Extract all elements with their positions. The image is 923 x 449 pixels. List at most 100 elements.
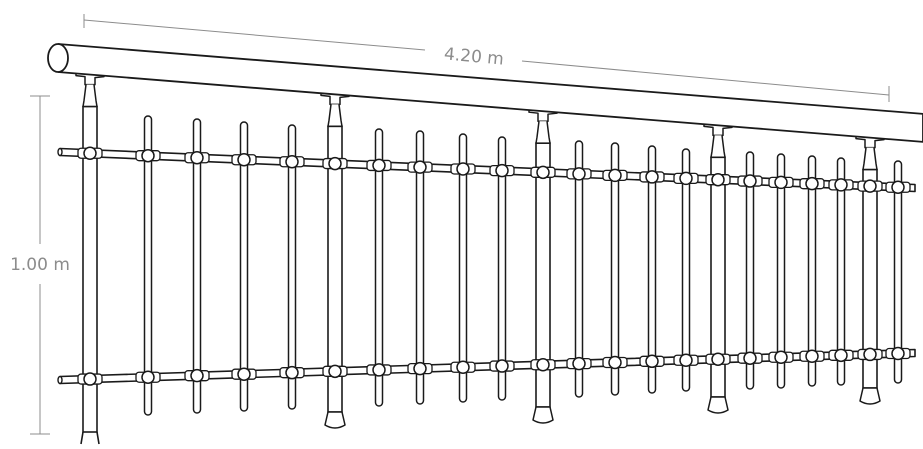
clamp-upper-5 <box>279 155 305 169</box>
rail-clamps <box>77 146 911 386</box>
handrail-tube <box>57 43 923 143</box>
clamp-upper-9 <box>450 162 476 176</box>
clamp-bolt <box>237 152 251 167</box>
post-5-foot <box>859 387 881 405</box>
top-handrail <box>47 43 923 143</box>
clamp-bolt <box>679 353 693 367</box>
clamp-bolt <box>645 170 659 184</box>
clamp-bolt <box>495 359 509 373</box>
post-1-shaft <box>82 105 98 433</box>
clamp-lower-15 <box>673 353 699 367</box>
baluster-12 <box>681 148 691 392</box>
post-2-neck <box>327 104 343 128</box>
baluster-9 <box>574 140 584 398</box>
clamp-bolt <box>711 352 725 366</box>
clamp-upper-8 <box>407 160 433 174</box>
baluster-16 <box>836 157 846 386</box>
clamp-lower-13 <box>602 355 628 370</box>
clamp-lower-12 <box>566 356 592 371</box>
clamp-bolt <box>572 356 586 371</box>
post-1-neck <box>82 84 98 108</box>
clamp-upper-12 <box>566 167 592 181</box>
clamp-upper-6 <box>322 156 348 171</box>
clamp-bolt <box>536 357 550 372</box>
clamp-bolt <box>774 350 788 364</box>
clamp-lower-1 <box>77 372 103 386</box>
clamp-bolt <box>495 163 509 178</box>
post-1-foot <box>80 431 100 445</box>
clamp-lower-6 <box>322 364 348 379</box>
clamp-upper-16 <box>705 172 731 187</box>
clamp-upper-20 <box>828 178 854 192</box>
post-5-neck <box>862 147 878 171</box>
clamp-bolt <box>328 364 342 379</box>
baluster-17 <box>893 160 903 384</box>
clamp-lower-8 <box>407 361 433 376</box>
clamp-bolt <box>572 167 586 181</box>
clamp-bolt <box>328 156 342 171</box>
clamp-bolt <box>608 355 622 370</box>
baluster-15 <box>807 155 817 387</box>
clamp-bolt <box>141 148 155 163</box>
clamp-lower-20 <box>828 348 854 363</box>
baluster-5 <box>374 128 384 407</box>
clamp-upper-1 <box>77 146 103 161</box>
clamp-bolt <box>711 172 725 187</box>
clamp-lower-4 <box>231 367 257 381</box>
clamp-bolt <box>83 146 97 161</box>
baluster-14 <box>776 153 786 389</box>
clamp-bolt <box>456 162 470 176</box>
upper-rail-end <box>57 147 63 157</box>
clamp-lower-9 <box>450 360 476 375</box>
clamp-lower-2 <box>135 370 161 384</box>
clamp-lower-22 <box>885 346 911 361</box>
clamp-bolt <box>413 361 427 376</box>
clamp-upper-19 <box>799 176 825 191</box>
clamp-lower-14 <box>639 354 665 369</box>
clamp-bolt <box>891 346 905 361</box>
clamp-bolt <box>141 370 155 384</box>
clamp-bolt <box>743 174 757 188</box>
clamp-upper-3 <box>184 151 210 165</box>
length-dim-line-right <box>521 60 890 96</box>
length-label: 4.20 m <box>443 44 504 69</box>
clamp-upper-14 <box>639 170 665 184</box>
handrail-end <box>47 43 69 73</box>
post-5 <box>855 132 885 405</box>
height-dimension: 1.00 m <box>10 95 70 435</box>
clamp-bolt <box>83 372 97 386</box>
clamp-bolt <box>372 363 386 377</box>
clamp-lower-16 <box>705 352 731 366</box>
baluster-1 <box>143 115 153 416</box>
post-3-neck <box>535 121 551 144</box>
balusters <box>143 115 903 416</box>
clamp-upper-10 <box>489 163 515 178</box>
clamp-bolt <box>456 360 470 375</box>
clamp-upper-7 <box>366 158 392 173</box>
post-2-foot <box>324 411 346 429</box>
clamp-bolt <box>834 178 848 192</box>
clamp-upper-18 <box>768 175 794 190</box>
clamp-bolt <box>285 365 299 380</box>
post-4 <box>703 120 733 414</box>
clamp-upper-11 <box>530 165 556 180</box>
baluster-2 <box>192 118 202 414</box>
posts <box>75 69 885 445</box>
clamp-bolt <box>863 179 877 193</box>
clamp-bolt <box>743 351 757 365</box>
post-4-foot <box>707 396 729 414</box>
length-dim-line-left <box>83 19 426 51</box>
clamp-bolt <box>413 160 427 174</box>
lower-rail-end <box>57 375 63 385</box>
clamp-bolt <box>679 171 693 186</box>
baluster-6 <box>415 130 425 405</box>
post-3 <box>528 106 558 424</box>
clamp-bolt <box>190 368 204 383</box>
horizontal-rails <box>57 147 916 385</box>
baluster-13 <box>745 151 755 390</box>
baluster-11 <box>647 145 657 394</box>
clamp-bolt <box>372 158 386 173</box>
clamp-lower-7 <box>366 363 392 377</box>
clamp-lower-18 <box>768 350 794 364</box>
